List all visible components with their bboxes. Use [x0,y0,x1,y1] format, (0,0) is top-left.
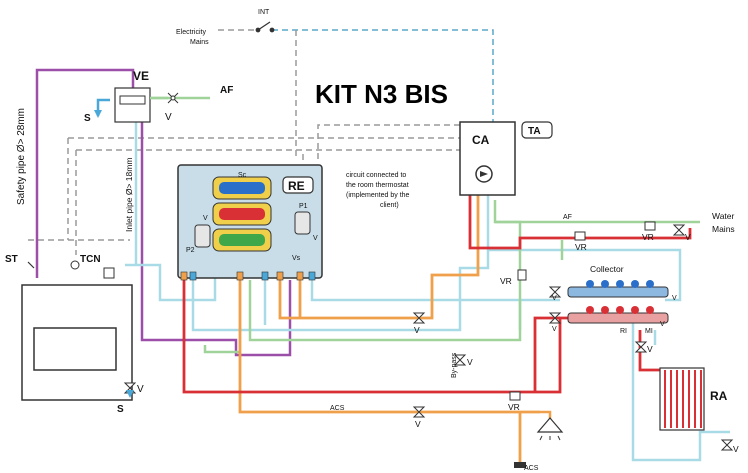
label-v-bypass: V [467,357,473,367]
label-af-top: AF [220,85,233,96]
label-re: RE [288,179,305,193]
label-v-right-1: V [685,232,691,242]
label-v-mid: V [414,325,420,335]
label-v-bottom-left: V [137,384,144,395]
label-af-right: AF [563,214,572,221]
label-vr-1: VR [575,242,587,252]
label-ve: VE [133,69,149,83]
electric-lines [28,29,494,255]
label-vr-3: VR [500,276,512,286]
label-vs: Vs [292,255,301,262]
label-tcn: TCN [80,254,101,265]
vr-symbols [509,221,656,401]
label-inlet-pipe: Inlet pipe Ø> 18mm [124,158,134,232]
arrow-s-bottom [126,390,134,398]
label-v-ra-bottom: V [733,444,739,454]
ca-boiler [459,121,553,196]
label-v-coll-l1: V [552,295,557,302]
label-v-coll-l2: V [552,326,557,333]
label-ta: TA [528,126,541,137]
valve-coll-l1 [548,286,562,298]
valve-coll-l2 [548,312,562,324]
valve-right-1 [672,224,686,236]
label-water-mains-2: Mains [712,224,735,234]
label-vr-4: VR [508,402,520,412]
safety-pipe [35,68,292,357]
label-mi: MI [645,328,653,335]
label-circuit-note-4: client) [380,202,399,209]
valve-v-mid [412,312,426,324]
label-v-top: V [165,112,172,123]
label-v-ra-top: V [647,344,653,354]
elec-line-mains [272,29,494,122]
label-electricity-mains-2: Mains [190,39,209,46]
elec-line-ca [317,124,460,160]
valve-v-acs [412,406,426,418]
label-bypass: By-pass [451,352,458,378]
radiator [659,367,705,431]
labels: KIT N3 BIS INT Electricity Mains VE AF S… [5,9,739,472]
collector [567,280,669,324]
label-electricity-mains-1: Electricity [176,29,206,36]
valve-ra-top [634,341,648,353]
label-s-top: S [84,113,91,124]
label-p1: P1 [299,203,308,210]
label-p2: P2 [186,247,195,254]
valve-bypass [453,354,467,366]
label-circuit-note-2: the room thermostat [346,182,409,189]
label-s-bottom: S [117,404,124,415]
label-v-module-right: V [313,235,318,242]
label-st: ST [5,254,18,265]
label-acs-bottom: ACS [524,465,539,472]
label-v-module-left: V [203,215,208,222]
int-switch [255,21,275,33]
flow-arrows [94,110,134,398]
diagram-title: KIT N3 BIS [315,79,448,109]
label-water-mains-1: Water [712,211,735,221]
boiler-unit [21,260,133,401]
label-int: INT [258,9,270,16]
ve-vessel [114,87,179,123]
warm-pipes [238,195,540,462]
label-circuit-note-3: (implemented by the [346,192,410,199]
label-acs-mid: ACS [330,405,345,412]
label-circuit-note-1: circuit connected to [346,172,406,179]
label-v-acs: V [415,419,421,429]
label-ri: RI [620,328,627,335]
label-vr-2: VR [642,232,654,242]
cold-pipes [125,122,730,462]
label-v-coll-r2: V [660,321,665,328]
label-v-coll-r1: V [672,295,677,302]
label-safety-pipe: Safety pipe Ø> 28mm [16,108,27,205]
label-sc: Sc [238,172,247,179]
valve-symbols [123,224,734,451]
valve-ra-bottom [720,439,734,451]
shower-head [514,410,564,468]
label-collector: Collector [590,264,624,274]
label-ca: CA [472,133,490,147]
central-module [177,164,323,281]
label-ra: RA [710,389,728,403]
arrow-s-top [94,110,102,118]
